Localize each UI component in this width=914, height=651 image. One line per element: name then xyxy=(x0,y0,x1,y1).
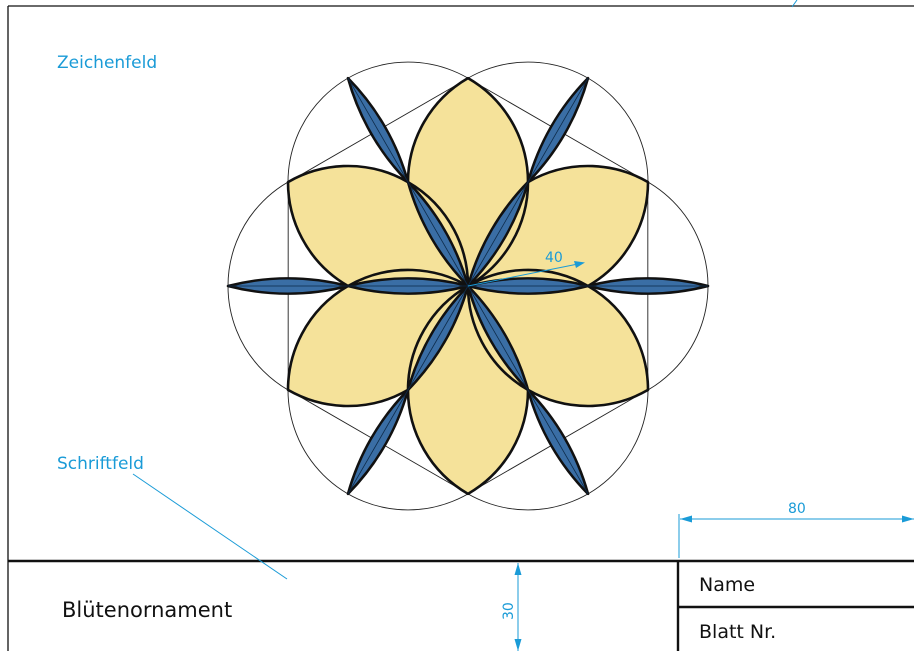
width-dimension-value: 80 xyxy=(788,501,806,517)
drawing-title: Blütenornament xyxy=(62,598,232,622)
sheet-leader-fragment xyxy=(791,0,798,8)
petal-axis xyxy=(527,77,589,183)
petal-axis xyxy=(467,181,529,287)
height-dimension-value: 30 xyxy=(501,602,517,620)
petal-axis xyxy=(347,389,409,495)
radius-dimension: 40 xyxy=(467,250,585,287)
sheet-frame xyxy=(7,5,914,651)
drawing-area-label: Zeichenfeld xyxy=(57,53,157,73)
height-dimension: 30 xyxy=(501,563,522,651)
radius-arrowhead xyxy=(574,261,585,268)
width-dimension: 80 xyxy=(678,501,914,558)
petal-axis xyxy=(407,181,469,287)
sheet-number-label: Blatt Nr. xyxy=(699,621,776,643)
petal-axes xyxy=(228,77,708,495)
petal-axis xyxy=(467,285,529,391)
petal-axis xyxy=(347,77,409,183)
flower-ornament xyxy=(226,61,710,511)
petal-axis xyxy=(407,285,469,391)
radius-dimension-value: 40 xyxy=(545,250,563,266)
title-block-label: Schriftfeld xyxy=(57,454,144,474)
petal-axis xyxy=(527,389,589,495)
title-block-leader-line xyxy=(132,473,288,580)
name-field-label: Name xyxy=(699,574,755,596)
